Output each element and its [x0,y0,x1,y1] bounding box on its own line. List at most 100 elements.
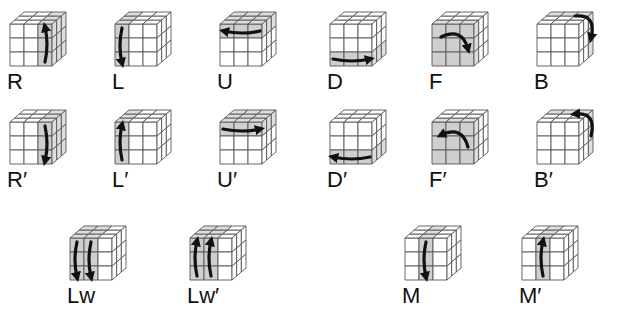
turn-arrow [223,129,260,131]
cube-facelet [24,136,38,150]
cube-facelet [344,136,358,150]
cube-facelet [237,258,242,276]
turn-arrow [575,114,592,136]
turn-arrow [224,31,260,33]
move-label: R [7,70,23,94]
turn-arrow [120,125,122,160]
turn-arrow [441,132,468,147]
cube-facelet [57,142,62,160]
cube-facelet [10,150,24,164]
cube-facelet [218,252,232,266]
cube-facelet [452,258,457,276]
cube-facelet [70,252,84,266]
cube-facelet [84,252,98,266]
cube-figure [70,226,126,280]
turn-arrow [209,241,211,276]
cube-facelet [344,24,358,38]
cube-facelet [24,38,38,52]
turn-arrow [75,242,77,277]
cube-facelet [166,40,171,58]
cube-facelet [565,150,579,164]
cube-facelet [38,38,52,52]
turn-arrow [424,242,426,277]
cube-facelet [271,40,276,58]
cube-facelet [537,38,551,52]
cube-facelet [232,262,237,280]
cube-facelet [24,122,38,136]
cube-facelet [129,136,143,150]
cube-facelet [433,238,447,252]
cube-facelet [10,52,24,66]
cube-facelet [579,48,584,66]
cube-facelet [248,150,262,164]
cube-facelet [115,38,129,52]
cube-figure [537,110,593,164]
cube-facelet [162,142,167,160]
cube-facelet [24,52,38,66]
cube-figure [432,110,488,164]
cube-figure [220,12,276,66]
cube-facelet [218,266,232,280]
cube-facelet [432,150,446,164]
turn-arrow [575,16,592,38]
cube-facelet [344,150,358,164]
cube-facelet [143,136,157,150]
cube-facelet [405,266,419,280]
cube-facelet [522,266,536,280]
turn-arrow [333,157,370,159]
cube-facelet [522,252,536,266]
cube-facelet [234,136,248,150]
cube-facelet [537,24,551,38]
cube-facelet [479,142,484,160]
move-label: U [217,70,233,94]
cube-facelet [143,38,157,52]
cube-facelet [564,262,569,280]
turn-arrow [195,241,197,276]
cube-facelet [381,138,386,156]
cube-facelet [234,150,248,164]
cube-figure [330,110,386,164]
cube-facelet [248,38,262,52]
cube-facelet [220,52,234,66]
cube-facelet [61,40,66,58]
cube-facelet [262,48,267,66]
cube-facelet [584,44,589,62]
cube-facelet [121,254,126,272]
cube-facelet [551,24,565,38]
cube-facelet [98,252,112,266]
cube-facelet [344,38,358,52]
cube-facelet [234,24,248,38]
cube-facelet [358,122,372,136]
cube-facelet [344,122,358,136]
cube-facelet [565,52,579,66]
move-label: U′ [217,168,237,192]
cube-facelet [271,138,276,156]
cube-facelet [234,38,248,52]
cube-facelet [550,252,564,266]
cube-facelet [143,122,157,136]
cube-facelet [24,150,38,164]
cube-facelet [565,136,579,150]
cube-facelet [433,252,447,266]
cube-facelet [234,122,248,136]
cube-facelet [330,38,344,52]
cube-facelet [129,38,143,52]
turn-arrow [45,126,47,161]
cube-facelet [433,266,447,280]
cube-facelet [460,52,474,66]
cube-figure [190,226,246,280]
cube-facelet [220,136,234,150]
cube-facelet [344,52,358,66]
move-label: D [327,70,343,94]
cube-facelet [129,24,143,38]
cube-facelet [162,44,167,62]
cube-facelet [588,138,593,156]
cube-facelet [537,52,551,66]
cube-facelet [10,136,24,150]
turn-arrow [333,59,370,61]
cube-facelet [522,238,536,252]
cube-facelet [432,52,446,66]
cube-facelet [551,38,565,52]
cube-facelet [52,48,57,66]
cube-facelet [24,24,38,38]
